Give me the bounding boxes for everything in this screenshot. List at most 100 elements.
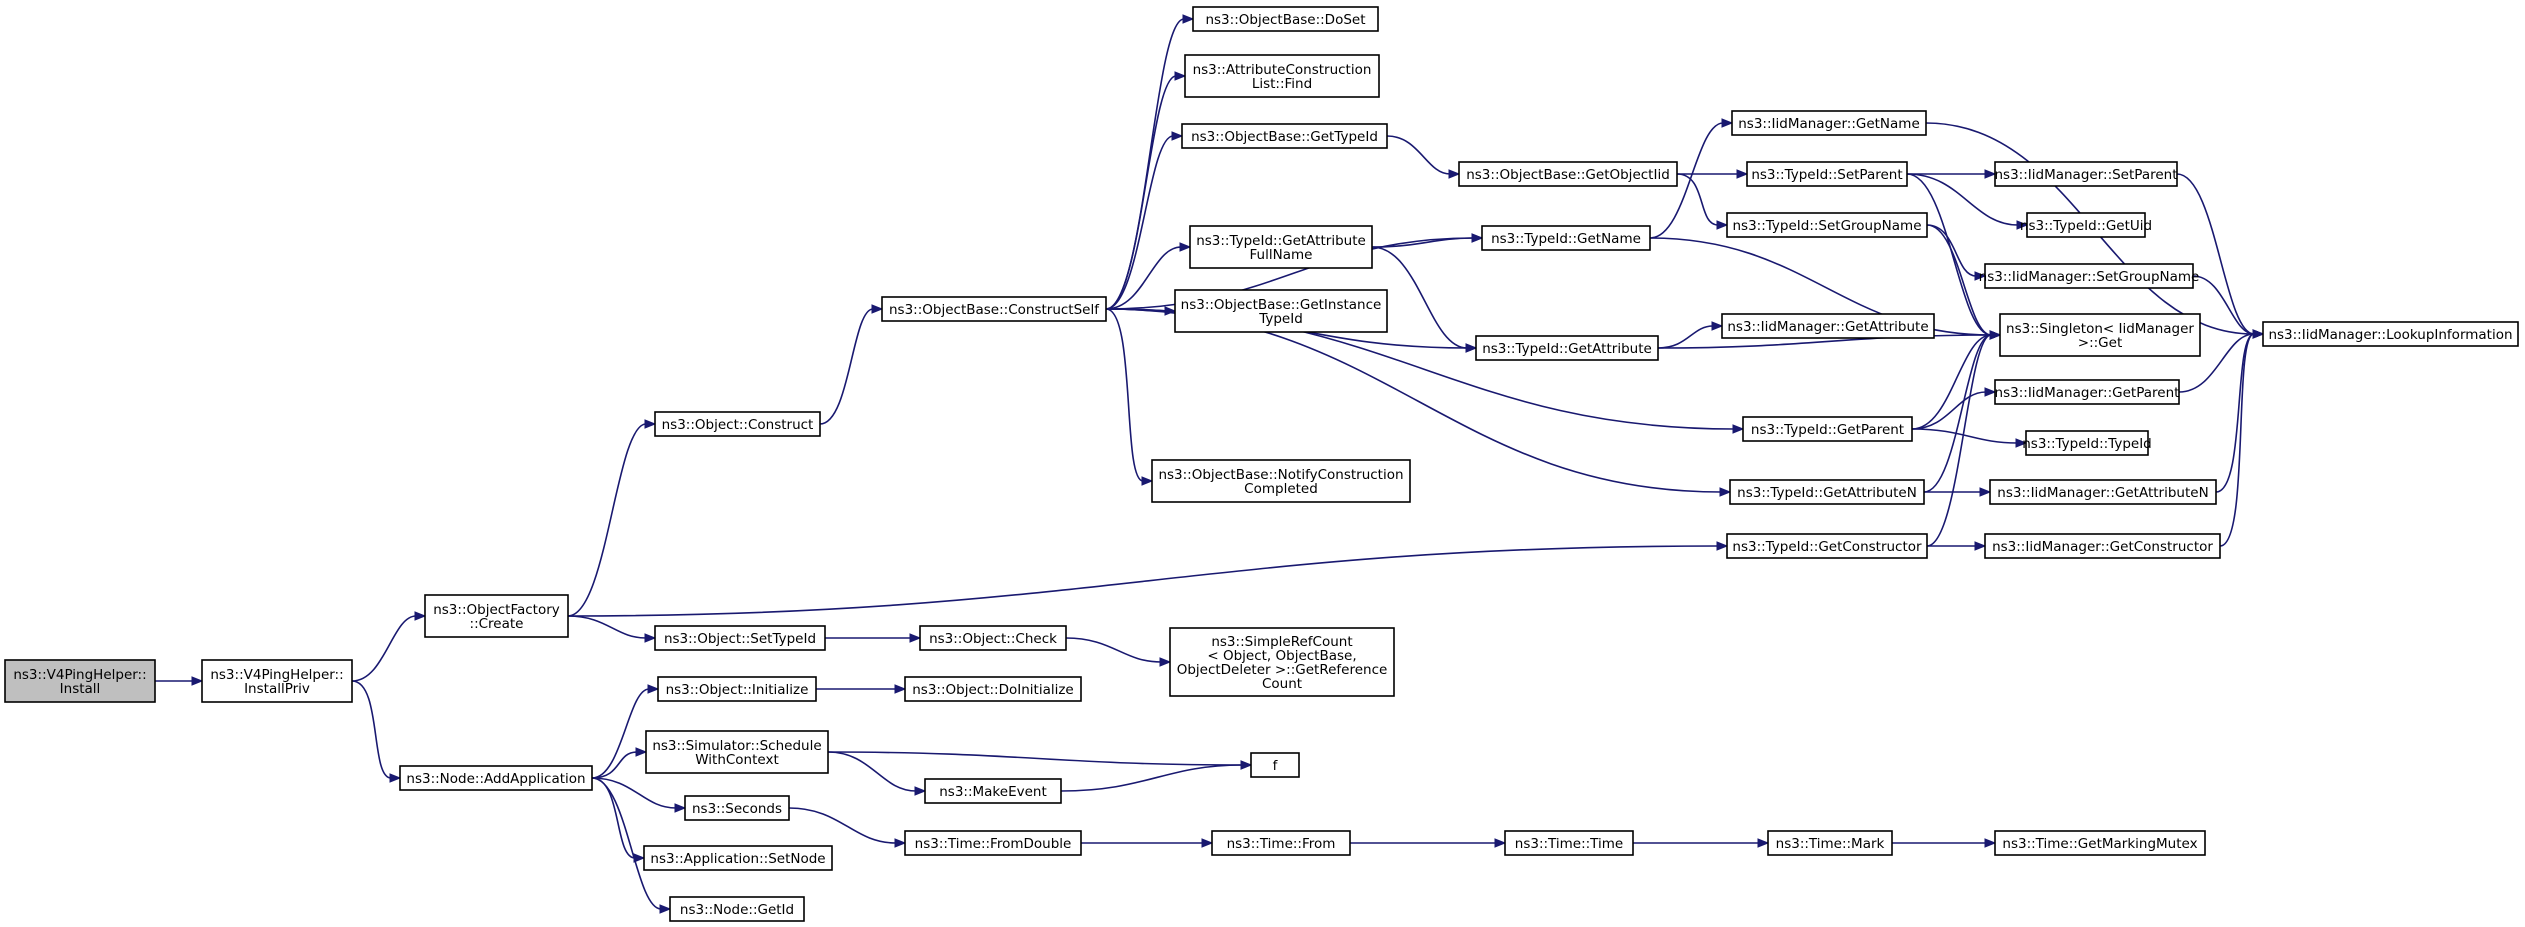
call-edge bbox=[591, 688, 650, 779]
arrowhead-icon bbox=[1974, 271, 1987, 281]
node-label: ns3::ObjectBase::NotifyConstruction bbox=[1158, 467, 1403, 483]
node-box bbox=[1184, 54, 1380, 98]
node-time-getmarkingmutex[interactable]: ns3::Time::GetMarkingMutex bbox=[1994, 830, 2206, 856]
call-edge bbox=[1926, 224, 1992, 336]
node-label: ns3::V4PingHelper:: bbox=[210, 667, 343, 683]
node-object-check[interactable]: ns3::Object::Check bbox=[919, 625, 1067, 651]
node-label: ns3::IidManager::LookupInformation bbox=[2268, 327, 2512, 343]
node-v4ping-install[interactable]: ns3::V4PingHelper::Install bbox=[4, 659, 156, 703]
node-label: ns3::Time::FromDouble bbox=[915, 836, 1072, 852]
call-edge bbox=[1371, 246, 1468, 349]
arrowhead-icon bbox=[894, 838, 907, 848]
node-construct-self[interactable]: ns3::ObjectBase::ConstructSelf bbox=[881, 296, 1107, 322]
node-iid-getparent[interactable]: ns3::IidManager::GetParent bbox=[1994, 379, 2180, 405]
node-iid-setgroupname[interactable]: ns3::IidManager::SetGroupName bbox=[1979, 263, 2200, 289]
node-object-settypeid[interactable]: ns3::Object::SetTypeId bbox=[654, 625, 826, 651]
call-edge bbox=[1906, 173, 2019, 226]
arrowhead-icon bbox=[635, 747, 648, 757]
node-box bbox=[924, 778, 1062, 804]
node-iid-getattribute[interactable]: ns3::IidManager::GetAttribute bbox=[1721, 313, 1935, 339]
arrowhead-icon bbox=[1716, 220, 1729, 230]
node-ob-gettypeid[interactable]: ns3::ObjectBase::GetTypeId bbox=[1181, 123, 1388, 149]
node-node-addapp[interactable]: ns3::Node::AddApplication bbox=[399, 765, 593, 791]
arrowhead-icon bbox=[1757, 838, 1770, 848]
node-time-fromdouble[interactable]: ns3::Time::FromDouble bbox=[904, 830, 1082, 856]
node-label: ns3::Singleton< IidManager bbox=[2006, 321, 2194, 337]
call-edge bbox=[1105, 246, 1182, 310]
node-object-construct[interactable]: ns3::Object::Construct bbox=[654, 411, 821, 437]
node-tid-getuid[interactable]: ns3::TypeId::GetUid bbox=[2020, 212, 2152, 238]
node-box bbox=[1458, 161, 1678, 187]
call-edge bbox=[1906, 173, 1992, 336]
arrowhead-icon bbox=[1240, 760, 1253, 770]
node-iid-lookupinfo[interactable]: ns3::IidManager::LookupInformation bbox=[2262, 321, 2519, 347]
node-label: ns3::Object::SetTypeId bbox=[664, 631, 816, 647]
node-box bbox=[1746, 161, 1908, 187]
node-box bbox=[1984, 533, 2221, 559]
node-tid-typeid[interactable]: ns3::TypeId::TypeId bbox=[2022, 430, 2152, 456]
node-iid-getconstructor[interactable]: ns3::IidManager::GetConstructor bbox=[1984, 533, 2221, 559]
node-app-setnode[interactable]: ns3::Application::SetNode bbox=[643, 845, 833, 871]
node-iid-setparent[interactable]: ns3::IidManager::SetParent bbox=[1994, 161, 2178, 187]
arrowhead-icon bbox=[389, 773, 402, 783]
node-f[interactable]: f bbox=[1250, 752, 1300, 778]
node-label: ::Create bbox=[470, 616, 524, 632]
arrowhead-icon bbox=[871, 304, 884, 314]
arrowhead-icon bbox=[1721, 118, 1734, 128]
node-label: ns3::TypeId::SetParent bbox=[1751, 167, 1902, 183]
node-ob-notify[interactable]: ns3::ObjectBase::NotifyConstructionCompl… bbox=[1151, 459, 1411, 503]
arrowhead-icon bbox=[1465, 343, 1478, 353]
node-tid-setparent[interactable]: ns3::TypeId::SetParent bbox=[1746, 161, 1908, 187]
node-iid-getname[interactable]: ns3::IidManager::GetName bbox=[1731, 110, 1927, 136]
node-ob-getobjectiid[interactable]: ns3::ObjectBase::GetObjectIid bbox=[1458, 161, 1678, 187]
node-tid-setgroupname[interactable]: ns3::TypeId::SetGroupName bbox=[1726, 212, 1928, 238]
node-tid-getattribute[interactable]: ns3::TypeId::GetAttribute bbox=[1475, 335, 1659, 361]
node-node-getid[interactable]: ns3::Node::GetId bbox=[669, 896, 805, 922]
call-edge bbox=[2215, 333, 2255, 493]
node-box bbox=[1994, 379, 2180, 405]
call-edge bbox=[1926, 334, 1992, 547]
node-tid-getattributen[interactable]: ns3::TypeId::GetAttributeN bbox=[1729, 479, 1925, 505]
node-install-priv[interactable]: ns3::V4PingHelper::InstallPriv bbox=[201, 659, 353, 703]
node-label: ns3::ObjectBase::ConstructSelf bbox=[889, 302, 1100, 318]
node-box bbox=[1721, 313, 1935, 339]
node-tid-getconstructor[interactable]: ns3::TypeId::GetConstructor bbox=[1726, 533, 1928, 559]
node-tid-getparent[interactable]: ns3::TypeId::GetParent bbox=[1742, 416, 1913, 442]
node-time-mark[interactable]: ns3::Time::Mark bbox=[1767, 830, 1893, 856]
node-label: ns3::IidManager::GetAttribute bbox=[1727, 319, 1928, 335]
call-edge bbox=[1911, 334, 1992, 430]
node-simplerefcount[interactable]: ns3::SimpleRefCount< Object, ObjectBase,… bbox=[1169, 627, 1395, 697]
node-label: ns3::AttributeConstruction bbox=[1193, 62, 1372, 78]
node-label: ns3::ObjectBase::GetObjectIid bbox=[1466, 167, 1670, 183]
node-object-doinit[interactable]: ns3::Object::DoInitialize bbox=[904, 676, 1082, 702]
node-label: ns3::IidManager::SetGroupName bbox=[1979, 269, 2200, 285]
node-seconds[interactable]: ns3::Seconds bbox=[684, 795, 790, 821]
node-object-initialize[interactable]: ns3::Object::Initialize bbox=[657, 676, 817, 702]
node-time-time[interactable]: ns3::Time::Time bbox=[1504, 830, 1634, 856]
node-box bbox=[1726, 212, 1928, 238]
node-singleton-get[interactable]: ns3::Singleton< IidManager>::Get bbox=[1999, 313, 2201, 357]
call-edge bbox=[351, 680, 392, 779]
node-time-from[interactable]: ns3::Time::From bbox=[1211, 830, 1351, 856]
arrowhead-icon bbox=[2252, 329, 2265, 339]
node-factory-create[interactable]: ns3::ObjectFactory::Create bbox=[424, 594, 569, 638]
node-label: ns3::ObjectBase::DoSet bbox=[1205, 12, 1365, 28]
node-label: ns3::ObjectBase::GetTypeId bbox=[1191, 129, 1378, 145]
node-iid-getattributen[interactable]: ns3::IidManager::GetAttributeN bbox=[1989, 479, 2217, 505]
node-box bbox=[657, 676, 817, 702]
node-doset[interactable]: ns3::ObjectBase::DoSet bbox=[1192, 6, 1379, 32]
node-make-event[interactable]: ns3::MakeEvent bbox=[924, 778, 1062, 804]
node-label: ns3::TypeId::GetUid bbox=[2020, 218, 2152, 234]
node-label: ns3::Object::Check bbox=[929, 631, 1057, 647]
arrowhead-icon bbox=[1732, 424, 1745, 434]
node-label: ns3::TypeId::SetGroupName bbox=[1732, 218, 1921, 234]
node-label: ObjectDeleter >::GetReference bbox=[1177, 662, 1388, 678]
node-tid-getname[interactable]: ns3::TypeId::GetName bbox=[1481, 225, 1651, 251]
node-box bbox=[1767, 830, 1893, 856]
arrowhead-icon bbox=[414, 611, 427, 621]
node-label: ns3::Seconds bbox=[692, 801, 782, 817]
